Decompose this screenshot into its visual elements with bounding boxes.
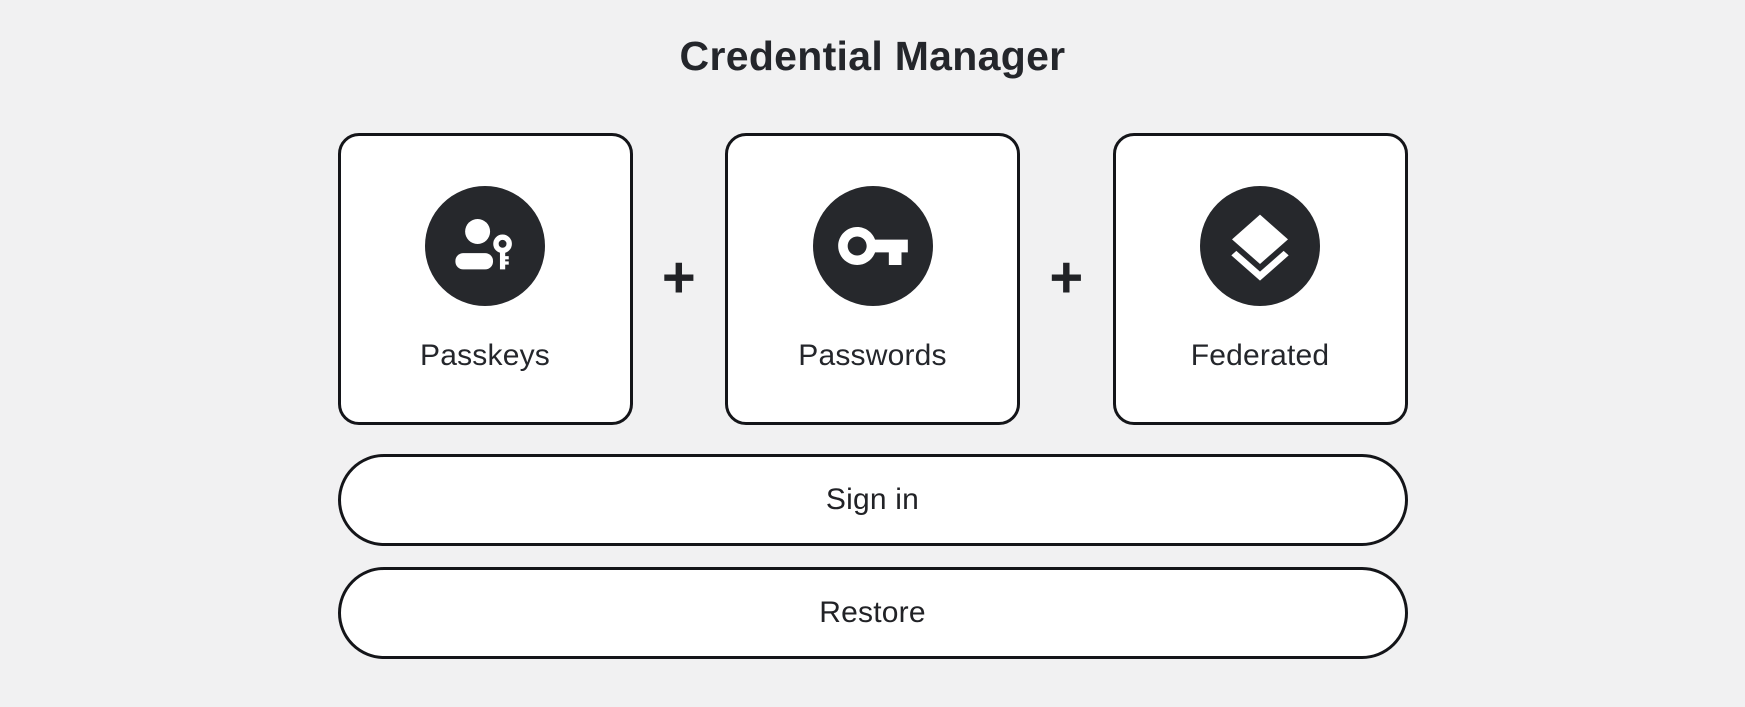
plus-icon: + <box>1049 245 1084 310</box>
restore-button-label: Restore <box>819 596 926 629</box>
passkeys-icon-circle <box>425 185 545 306</box>
passwords-label: Passwords <box>798 338 947 372</box>
page-title: Credential Manager <box>679 33 1066 79</box>
federated-icon-circle <box>1200 185 1320 306</box>
credential-manager-screen: Credential Manager Passkeys + Pas <box>337 0 1408 659</box>
credential-types-row: Passkeys + Passwords + Federated <box>337 133 1408 425</box>
passwords-card[interactable]: Passwords <box>725 133 1020 425</box>
person-key-icon <box>455 218 512 269</box>
federated-label: Federated <box>1190 338 1330 372</box>
sign-in-button-label: Sign in <box>825 483 920 516</box>
passkeys-card[interactable]: Passkeys <box>337 133 633 425</box>
passkeys-label: Passkeys <box>420 338 550 372</box>
plus-icon: + <box>661 245 696 310</box>
federated-card[interactable]: Federated <box>1112 133 1408 425</box>
layers-icon <box>1231 214 1289 281</box>
restore-button[interactable]: Restore <box>337 567 1408 659</box>
passwords-icon-circle <box>812 185 933 306</box>
key-icon <box>837 226 908 265</box>
sign-in-button[interactable]: Sign in <box>337 454 1408 546</box>
